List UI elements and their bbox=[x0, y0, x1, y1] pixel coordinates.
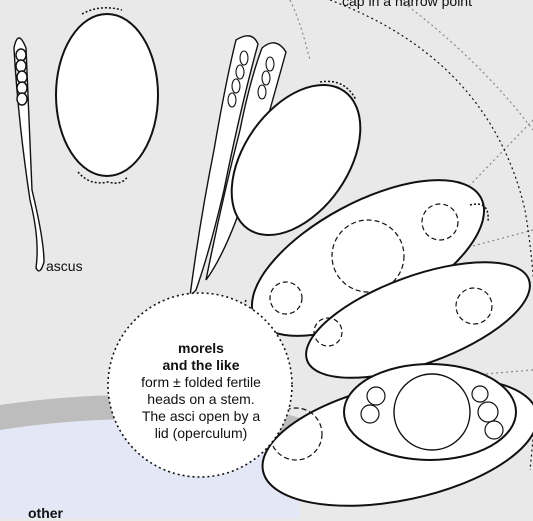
spore-large-left bbox=[56, 8, 158, 183]
bubble-body: form ± folded fertile heads on a stem. T… bbox=[141, 374, 261, 441]
top-label: cap in a narrow point bbox=[318, 0, 496, 10]
bubble-heading-line2: and the like bbox=[137, 357, 265, 374]
bubble-text: morels and the like form ± folded fertil… bbox=[137, 340, 265, 442]
bottom-label: other bbox=[28, 505, 63, 521]
ascus-label: ascus bbox=[46, 258, 83, 274]
bubble-heading-line1: morels bbox=[137, 340, 265, 357]
spore-with-droplets-3 bbox=[251, 356, 533, 518]
ascus-drawing bbox=[14, 38, 44, 271]
